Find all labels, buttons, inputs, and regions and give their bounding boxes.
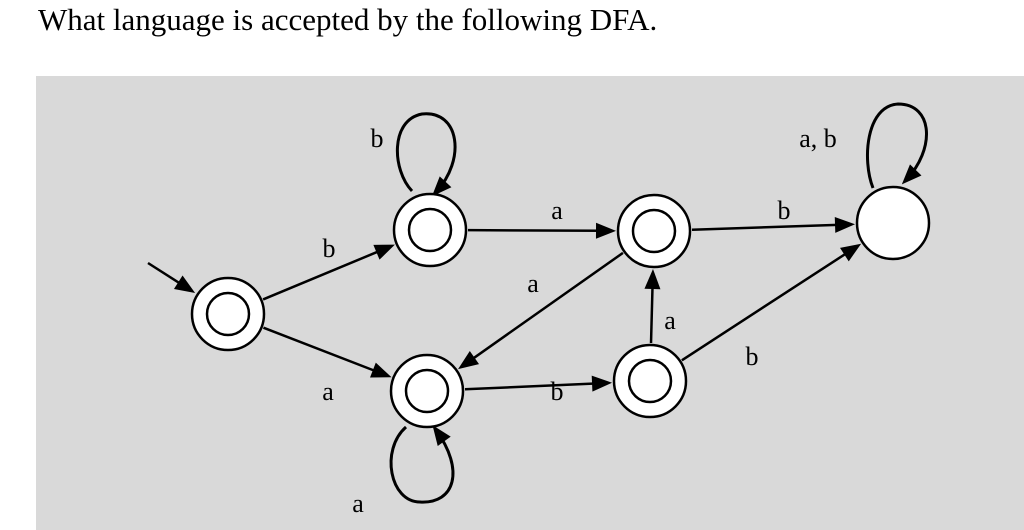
transition-q5-q5: [866, 102, 928, 189]
arrowhead-q5-q5: [901, 164, 922, 185]
transition-label-q5-q5: a, b: [799, 124, 837, 153]
transition-q1-q1: [395, 112, 457, 197]
transition-label-q2-q4: b: [551, 377, 564, 406]
self-loop-q5: [866, 102, 928, 189]
state-outer-ring: [389, 353, 465, 429]
edge-line-q0-q2: [262, 326, 379, 374]
transition-q2-q2: [389, 425, 455, 504]
edge-line-q3-q2: [468, 251, 624, 363]
accepting-inner-ring: [407, 207, 453, 253]
state-outer-ring: [392, 192, 468, 268]
edge-line-q1-q3: [467, 228, 603, 233]
transitions-layer: [147, 102, 928, 504]
transition-label-q4-q3: a: [664, 306, 676, 335]
question-text: What language is accepted by the followi…: [38, 2, 658, 37]
edge-line-q4-q3: [649, 282, 654, 344]
transition-q3-q5: [691, 216, 856, 233]
transition-q4-q3: [644, 268, 661, 344]
edge-line-q4-q5: [681, 250, 851, 362]
transition-label-q1-q1: b: [371, 124, 384, 153]
self-loop-q2: [389, 425, 455, 504]
state-q2: [389, 353, 465, 429]
transition-label-q2-q2: a: [352, 489, 364, 518]
start-arrow: [147, 261, 196, 294]
transition-label-q3-q2: a: [527, 269, 539, 298]
labels-layer: b a b a a b a b a b a, b: [322, 124, 837, 518]
transition-label-q1-q3: a: [551, 196, 563, 225]
transition-label-q0-q1: b: [323, 234, 336, 263]
state-q0: [190, 276, 266, 352]
arrowhead-q4-q3: [644, 268, 661, 290]
transition-q1-q3: [467, 222, 617, 239]
arrowhead-q2-q4: [591, 375, 613, 392]
transition-q0-q2: [262, 326, 392, 378]
state-outer-ring: [855, 185, 931, 261]
start-arrow-line: [147, 261, 184, 287]
arrowhead-q1-q1: [431, 176, 452, 197]
transition-q4-q5: [681, 243, 862, 362]
transition-q3-q2: [458, 251, 624, 370]
transition-q2-q4: [464, 375, 613, 392]
transition-q0-q1: [262, 244, 395, 301]
arrowhead-q0-q2: [370, 362, 392, 378]
transition-label-q0-q2: a: [322, 377, 334, 406]
states-layer: [190, 185, 931, 429]
accepting-inner-ring: [404, 368, 450, 414]
accepting-inner-ring: [631, 208, 677, 254]
state-outer-ring: [190, 276, 266, 352]
accepting-inner-ring: [205, 291, 251, 337]
edge-line-q2-q4: [464, 382, 599, 391]
state-q3: [616, 193, 692, 269]
arrowhead-q2-q2: [432, 425, 451, 447]
arrowhead-q3-q2: [458, 351, 480, 370]
edge-line-q3-q5: [691, 223, 842, 231]
edge-line-q0-q1: [262, 248, 383, 301]
arrowhead-q1-q3: [595, 222, 617, 239]
transition-label-q3-q5: b: [778, 196, 791, 225]
state-q4: [612, 343, 688, 419]
accepting-inner-ring: [627, 358, 673, 404]
state-q5: [855, 185, 931, 261]
arrowhead-q0-q1: [373, 244, 395, 260]
arrowhead-q3-q5: [834, 216, 856, 233]
self-loop-q1: [395, 112, 457, 194]
state-outer-ring: [616, 193, 692, 269]
state-q1: [392, 192, 468, 268]
start-arrowhead: [173, 275, 196, 294]
state-outer-ring: [612, 343, 688, 419]
arrowhead-q4-q5: [840, 243, 862, 262]
transition-label-q4-q5: b: [746, 342, 759, 371]
